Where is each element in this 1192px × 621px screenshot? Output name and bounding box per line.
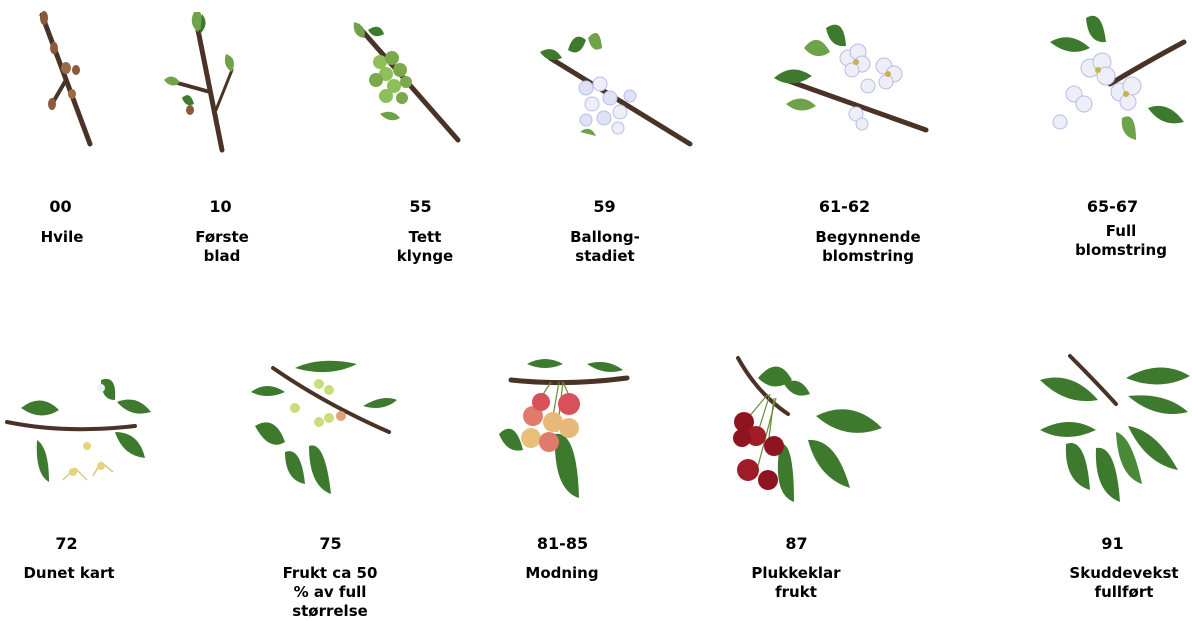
stage-code: 72 [44,534,89,553]
dormant-bud-branch-illustration [30,10,100,150]
stage-code: 65-67 [1080,197,1145,216]
balloon-stage-branch-illustration [540,28,695,148]
stage-label: Tett klynge [380,228,470,266]
young-fruit-branch-illustration [5,372,155,500]
stage-code: 00 [38,197,83,216]
half-size-fruit-branch-illustration [245,356,401,498]
beginning-bloom-branch-illustration [772,18,930,138]
stage-code: 87 [774,534,819,553]
stage-code: 61-62 [812,197,877,216]
stage-label: Hvile [22,228,102,247]
stage-label: Full blomstring [1056,222,1186,260]
stage-code: 81-85 [530,534,595,553]
shoot-growth-branch-illustration [1036,352,1192,506]
stage-code: 10 [198,197,243,216]
stage-code: 75 [308,534,353,553]
first-leaf-branch-illustration [160,10,240,155]
tight-cluster-branch-illustration [350,18,465,143]
stage-label: Dunet kart [10,564,128,583]
stage-code: 55 [398,197,443,216]
full-bloom-branch-illustration [1040,10,1188,148]
stage-label: Skuddevekst fullført [1058,564,1190,602]
stage-label: Ballong- stadiet [560,228,650,266]
stage-label: Modning [512,564,612,583]
stage-label: Frukt ca 50 % av full størrelse [270,564,390,621]
stage-label: Første blad [182,228,262,266]
stage-label: Plukkeklar frukt [740,564,852,602]
stage-label: Begynnende blomstring [800,228,936,266]
stage-code: 91 [1090,534,1135,553]
stage-code: 59 [582,197,627,216]
ripe-cherries-branch-illustration [728,354,884,506]
ripening-cherries-branch-illustration [497,354,633,504]
